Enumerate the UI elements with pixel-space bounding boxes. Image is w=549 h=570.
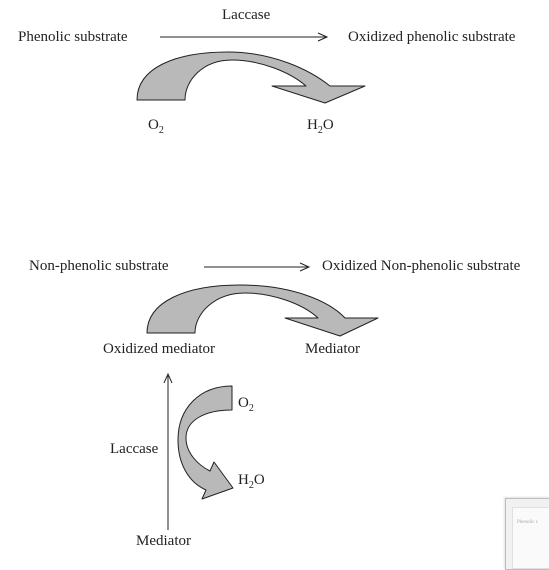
top-h2o-label: H2O (307, 117, 334, 136)
bottom-h2o-label: H2O (238, 472, 265, 491)
mediator-right-label: Mediator (305, 341, 360, 357)
bottom-curved-arrow (146, 284, 379, 337)
small-curved-arrow (177, 385, 234, 500)
bottom-enzyme-label: Laccase (110, 441, 159, 457)
top-curved-arrow (136, 51, 366, 104)
bottom-product-label: Oxidized Non-phenolic substrate (322, 258, 521, 274)
top-enzyme-label: Laccase (222, 7, 271, 23)
mediator-bottom-label: Mediator (136, 533, 191, 549)
bottom-substrate-label: Non-phenolic substrate (29, 258, 169, 274)
top-product-label: Oxidized phenolic substrate (348, 29, 516, 45)
top-substrate-label: Phenolic substrate (18, 29, 128, 45)
top-reaction-arrowhead (317, 32, 329, 42)
bottom-o2-label: O2 (238, 395, 254, 414)
thumbnail-text: Phenolic s (517, 520, 538, 525)
vertical-laccase-arrowhead (163, 372, 173, 384)
thumbnail-preview[interactable]: Phenolic s (505, 498, 549, 570)
thumbnail-page: Phenolic s (512, 507, 549, 569)
reaction-diagram (136, 32, 379, 530)
top-o2-label: O2 (148, 117, 164, 136)
bottom-reaction-arrowhead (299, 262, 311, 272)
oxidized-mediator-label: Oxidized mediator (103, 341, 216, 357)
